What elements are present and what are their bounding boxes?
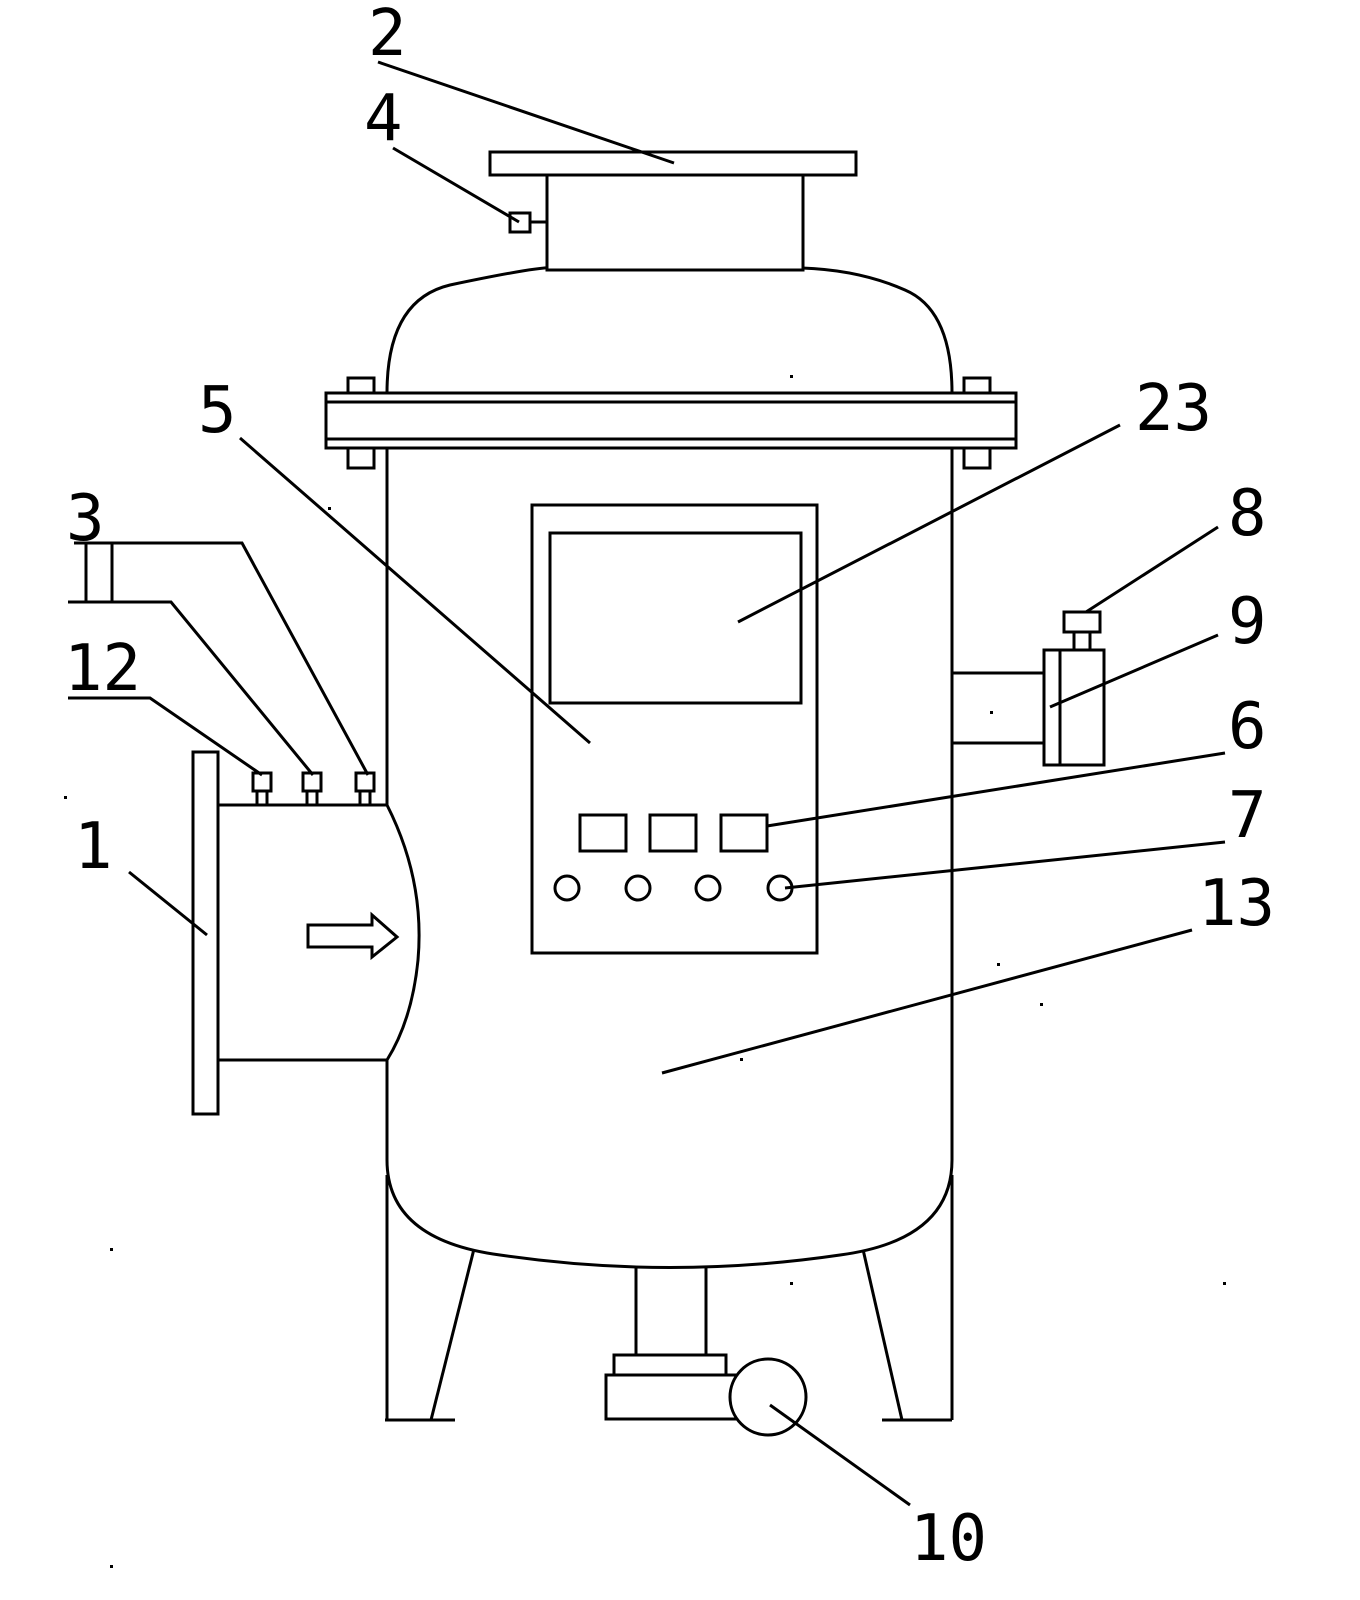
leader-lines xyxy=(68,60,1226,1507)
indicator-3 xyxy=(719,813,769,853)
top-outlet-pipe xyxy=(545,173,805,272)
label-5: 5 xyxy=(198,374,237,448)
button-2 xyxy=(624,874,652,902)
fitting-12 xyxy=(251,771,273,793)
label-2: 2 xyxy=(368,0,407,71)
inlet-assembly xyxy=(191,750,421,1116)
label-4: 4 xyxy=(364,82,403,156)
indicator-1 xyxy=(578,813,628,853)
drain-assembly xyxy=(604,1263,808,1437)
side-valve-cap xyxy=(1062,610,1102,634)
label-8: 8 xyxy=(1228,477,1267,551)
indicator-2 xyxy=(648,813,698,853)
bolt-nut xyxy=(346,446,376,470)
part-labels: 2 4 5 23 3 8 9 12 6 7 1 13 10 11 xyxy=(64,0,1275,1576)
display-screen xyxy=(548,531,803,705)
label-13: 13 xyxy=(1198,867,1275,941)
side-port-assembly xyxy=(950,610,1106,767)
body-flange-assembly xyxy=(324,376,1018,470)
support-legs xyxy=(385,1175,954,1422)
label-3: 3 xyxy=(66,482,105,556)
side-pipe xyxy=(950,671,1046,745)
drain-flange xyxy=(612,1353,728,1377)
button-3 xyxy=(694,874,722,902)
top-port-fitting xyxy=(508,211,532,234)
label-23: 23 xyxy=(1135,372,1212,446)
label-1: 1 xyxy=(74,810,113,884)
control-panel xyxy=(530,503,819,955)
stray-dots xyxy=(64,375,1226,1568)
label-6: 6 xyxy=(1228,690,1267,764)
drain-valve-body xyxy=(604,1373,738,1421)
flow-arrow xyxy=(306,911,400,961)
side-valve-body xyxy=(1058,648,1106,767)
drain-pipe xyxy=(634,1263,708,1359)
label-12: 12 xyxy=(64,632,141,706)
fitting-3 xyxy=(354,771,376,793)
label-9: 9 xyxy=(1228,585,1267,659)
label-10: 10 xyxy=(910,1502,987,1576)
label-7: 7 xyxy=(1228,779,1267,853)
vessel-upper-dome xyxy=(385,266,954,395)
button-1 xyxy=(553,874,581,902)
bolt-nut xyxy=(962,446,992,470)
